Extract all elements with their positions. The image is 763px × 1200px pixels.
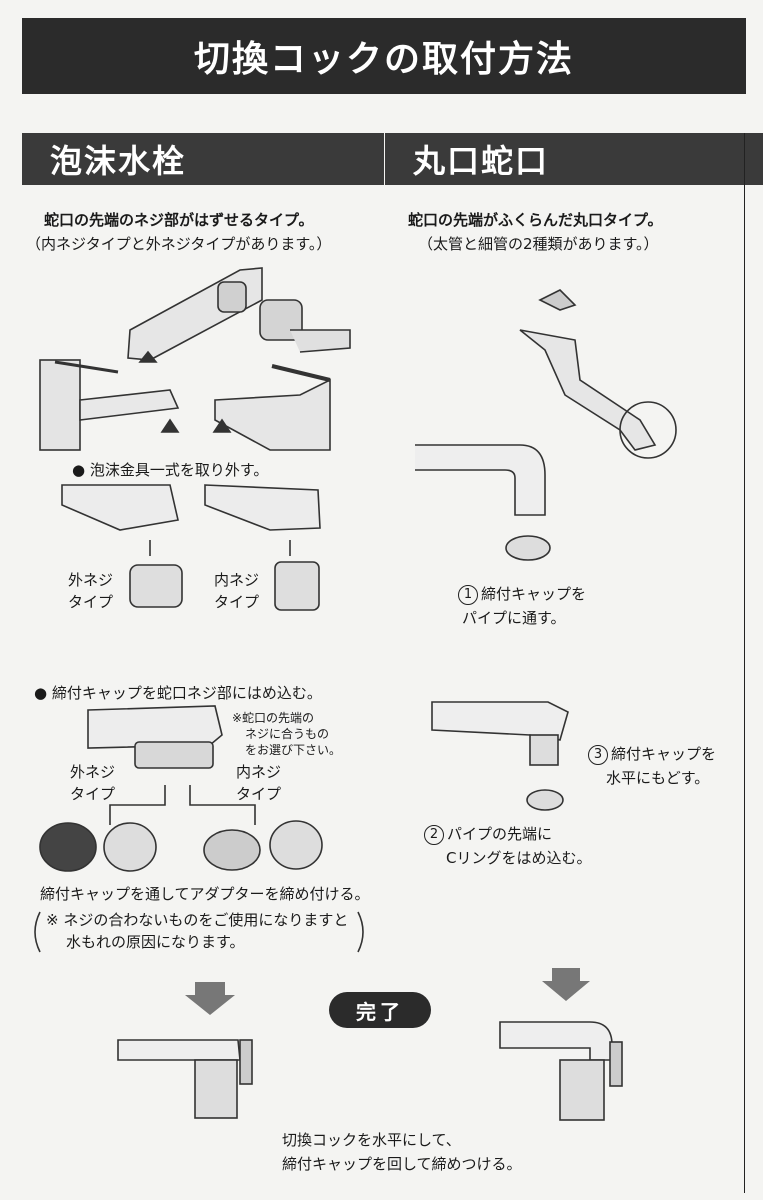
diverter-cock-right [559,1059,605,1121]
pipe-step3 [431,701,569,741]
complete-badge: 完了 [329,992,431,1028]
step-number-2: 2 [424,824,444,845]
diverter-cock-left [194,1059,238,1119]
right-step1-line2: パイプに通す。 [462,609,566,627]
spout-outer-illustration [61,484,179,531]
final-instruction-2: 締付キャップを回して締めつける。 [282,1155,522,1173]
right-step3-line2: 水平にもどす。 [606,769,710,787]
down-arrow-right-icon [542,968,590,1001]
warning-line-2: 水もれの原因になります。 [66,933,245,951]
right-lead-sub: （太管と細管の2種類があります。） [418,235,659,253]
note-select-2: ネジに合うもの [245,727,330,741]
note-select-1: ※蛇口の先端の [232,711,315,725]
outer-thread-label-2: タイプ [68,593,114,611]
spout-inner-illustration [204,484,321,531]
single-lever-faucet-illustration [39,359,180,451]
left-step1: ● 泡沫金具一式を取り外す。 [72,461,269,479]
step-number-3: 3 [588,744,608,765]
left-lead-sub: （内ネジタイプと外ネジタイプがあります。） [26,235,332,253]
inner-thread-label2-2: タイプ [236,785,282,803]
down-arrow-left-icon [185,982,235,1015]
tightening-cap-on-spout [134,741,214,769]
step-number-1: 1 [458,584,478,605]
wall-faucet-illustration [127,267,351,363]
adapter-outer-dark [39,822,97,872]
section-heading-foam-faucet: 泡沫水栓 [22,133,384,185]
round-faucet-illustration [519,289,677,459]
inner-thread-label-2: タイプ [214,593,260,611]
right-step2-line2: Cリングをはめ込む。 [446,849,592,867]
outer-thread-label2-1: 外ネジ [70,763,116,781]
cap-step1 [505,535,551,561]
left-lead-bold: 蛇口の先端のネジ部がはずせるタイプ。 [44,211,314,229]
page-title: 切換コックの取付方法 [22,18,746,94]
outer-thread-part [129,564,183,608]
pipe-step1 [415,444,546,516]
left-step2: ● 締付キャップを蛇口ネジ部にはめ込む。 [34,684,322,702]
inner-thread-label2-1: 内ネジ [236,763,282,781]
outer-thread-label2-2: タイプ [70,785,116,803]
final-instruction-1: 切換コックを水平にして、 [282,1131,461,1149]
section-heading-round-faucet: 丸口蛇口 [385,133,763,185]
right-lead-bold: 蛇口の先端がふくらんだ丸口タイプ。 [408,211,663,229]
warning-line-1: ※ ネジの合わないものをご使用になりますと [46,911,349,929]
c-ring [526,789,564,811]
inner-thread-label-1: 内ネジ [214,571,260,589]
lever-faucet-illustration [212,364,331,451]
note-select-3: をお選び下さい。 [245,743,342,757]
right-column-rule [744,133,745,1193]
inner-thread-part [274,561,320,611]
outer-thread-label-1: 外ネジ [68,571,114,589]
adapter-instruction: 締付キャップを通してアダプターを締め付ける。 [40,885,370,903]
